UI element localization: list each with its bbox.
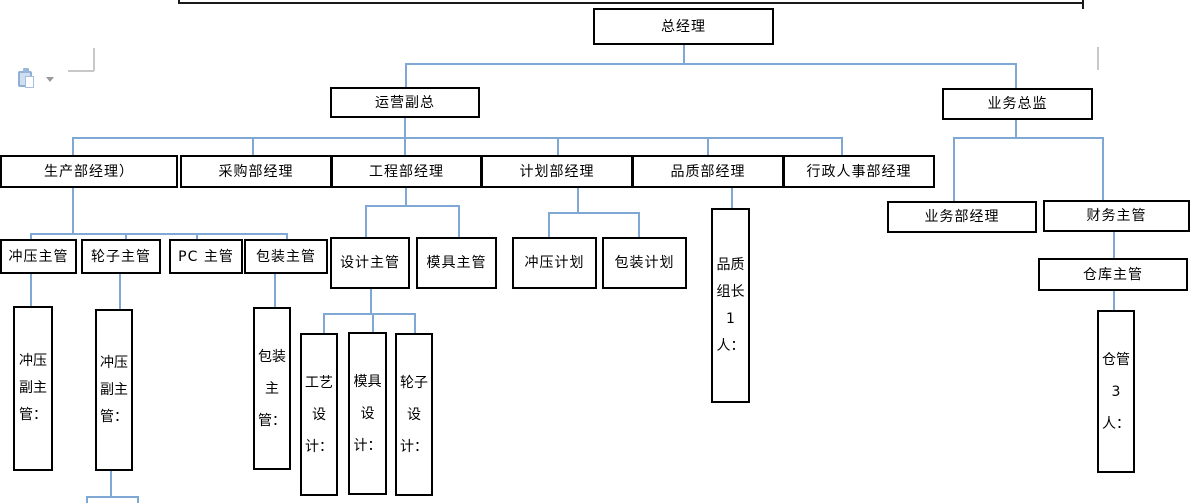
node-business-director[interactable]: 业务总监 bbox=[942, 88, 1093, 120]
connector-line bbox=[405, 63, 407, 87]
connector-line bbox=[953, 137, 955, 201]
connector-line bbox=[1015, 120, 1017, 137]
connector-line bbox=[286, 233, 288, 239]
connector-line bbox=[30, 274, 32, 306]
connector-line bbox=[365, 205, 460, 207]
connector-line bbox=[707, 137, 709, 155]
connector-line bbox=[370, 289, 372, 313]
node-stamping-deputy-supervisor-2[interactable]: 冲压副主管： bbox=[95, 309, 133, 471]
node-purchasing-manager[interactable]: 采购部经理 bbox=[180, 155, 332, 188]
node-operations-vp[interactable]: 运营副总 bbox=[330, 87, 480, 118]
node-pc-supervisor[interactable]: PC 主管 bbox=[169, 239, 243, 274]
clipboard-clip-icon bbox=[23, 68, 29, 73]
connector-line bbox=[323, 313, 416, 315]
paste-options-button[interactable] bbox=[16, 68, 56, 90]
node-production-manager[interactable]: 生产部经理） bbox=[0, 155, 178, 188]
margin-corner-mark-left-vertical bbox=[93, 48, 95, 71]
node-stamping-deputy-supervisor-1[interactable]: 冲压副主管： bbox=[13, 306, 53, 471]
connector-line bbox=[72, 188, 74, 233]
title-box-right-edge bbox=[1082, 0, 1084, 9]
node-warehouse-supervisor[interactable]: 仓库主管 bbox=[1038, 258, 1188, 291]
connector-line bbox=[548, 212, 550, 237]
connector-line bbox=[323, 313, 325, 333]
node-admin-hr-manager[interactable]: 行政人事部经理 bbox=[783, 155, 935, 188]
connector-line bbox=[548, 212, 640, 214]
clipboard-page-icon bbox=[25, 76, 34, 88]
connector-line bbox=[72, 137, 74, 155]
connector-line bbox=[196, 233, 198, 239]
node-design-supervisor[interactable]: 设计主管 bbox=[330, 237, 410, 289]
node-packaging-supervisor-detail[interactable]: 包装主管： bbox=[253, 307, 291, 470]
node-business-dept-manager[interactable]: 业务部经理 bbox=[887, 201, 1037, 233]
node-wheel-supervisor[interactable]: 轮子主管 bbox=[81, 239, 161, 274]
connector-line bbox=[458, 205, 460, 237]
connector-line bbox=[1113, 291, 1115, 310]
connector-line bbox=[953, 137, 1103, 139]
node-finance-supervisor[interactable]: 财务主管 bbox=[1043, 200, 1190, 232]
node-quality-manager[interactable]: 品质部经理 bbox=[632, 155, 784, 188]
connector-line bbox=[405, 188, 407, 205]
margin-corner-mark-right-vertical bbox=[1097, 47, 1099, 70]
connector-line bbox=[557, 137, 559, 155]
connector-line bbox=[274, 274, 276, 307]
node-process-design[interactable]: 工艺设计： bbox=[300, 333, 338, 496]
node-warehouse-keepers[interactable]: 仓管3人： bbox=[1097, 310, 1135, 473]
connector-line bbox=[404, 118, 406, 155]
connector-line bbox=[137, 496, 139, 503]
connector-line bbox=[30, 233, 32, 239]
connector-line bbox=[125, 233, 127, 239]
connector-line bbox=[683, 45, 685, 63]
connector-line bbox=[86, 496, 139, 498]
connector-line bbox=[30, 233, 288, 235]
node-quality-group-leader[interactable]: 品质组长1人： bbox=[711, 208, 750, 403]
chevron-down-icon bbox=[46, 77, 54, 82]
connector-line bbox=[1015, 63, 1017, 88]
node-planning-manager[interactable]: 计划部经理 bbox=[481, 155, 633, 188]
connector-line bbox=[252, 137, 254, 155]
node-mold-design[interactable]: 模具设计： bbox=[348, 332, 387, 495]
node-packaging-supervisor[interactable]: 包装主管 bbox=[244, 239, 328, 274]
node-stamping-supervisor[interactable]: 冲压主管 bbox=[0, 239, 77, 274]
connector-line bbox=[72, 137, 843, 139]
connector-line bbox=[577, 188, 579, 212]
node-packaging-planning[interactable]: 包装计划 bbox=[602, 237, 687, 289]
node-stamping-planning[interactable]: 冲压计划 bbox=[512, 237, 597, 289]
connector-line bbox=[110, 471, 112, 497]
margin-corner-mark-left-horizontal bbox=[68, 70, 94, 72]
node-wheel-design[interactable]: 轮子设计： bbox=[395, 333, 433, 496]
connector-line bbox=[638, 212, 640, 237]
connector-line bbox=[365, 205, 367, 237]
connector-line bbox=[405, 63, 1016, 65]
connector-line bbox=[1113, 232, 1115, 258]
connector-line bbox=[119, 274, 121, 309]
connector-line bbox=[841, 137, 843, 155]
connector-line bbox=[372, 313, 374, 332]
node-engineering-manager[interactable]: 工程部经理 bbox=[331, 155, 482, 188]
title-box-left-edge bbox=[178, 0, 180, 4]
title-box-bottom-edge bbox=[178, 2, 1084, 4]
connector-line bbox=[1102, 137, 1104, 200]
node-general-manager[interactable]: 总经理 bbox=[593, 8, 774, 45]
connector-line bbox=[86, 496, 88, 503]
connector-line bbox=[414, 313, 416, 333]
connector-line bbox=[731, 188, 733, 208]
node-mold-supervisor[interactable]: 模具主管 bbox=[416, 237, 497, 289]
